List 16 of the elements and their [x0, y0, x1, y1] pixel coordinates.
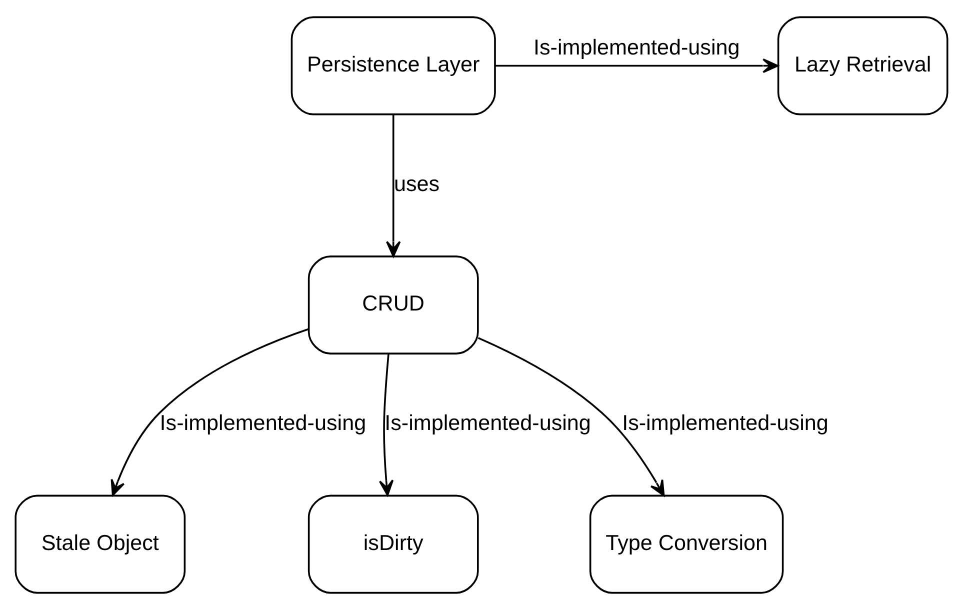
edge-label: Is-implemented-using	[534, 34, 740, 60]
arrow	[378, 354, 394, 496]
node-box: Lazy Retrieval	[777, 16, 948, 116]
edge-label: Is-implemented-using	[160, 410, 366, 436]
arrow	[495, 58, 779, 74]
node-box: CRUD	[308, 256, 479, 354]
node-box: Type Conversion	[589, 494, 784, 594]
arrow	[478, 337, 665, 496]
arrow	[386, 114, 401, 258]
arrow	[110, 328, 309, 496]
edge-label: Is-implemented-using	[384, 410, 591, 436]
edge-label: Is-implemented-using	[622, 410, 828, 436]
node-box: Stale Object	[14, 494, 186, 594]
node-box: isDirty	[308, 494, 479, 594]
edge-label: uses	[394, 170, 440, 196]
node-box: Persistence Layer	[290, 16, 496, 116]
